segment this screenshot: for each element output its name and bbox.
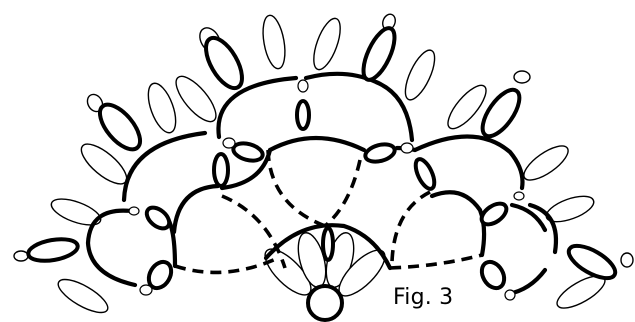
thick-shuttle-rings: [26, 26, 618, 322]
joining-picots: [128, 79, 525, 301]
dashed-chains: [174, 149, 483, 275]
figure-caption: Fig. 3: [393, 285, 454, 310]
